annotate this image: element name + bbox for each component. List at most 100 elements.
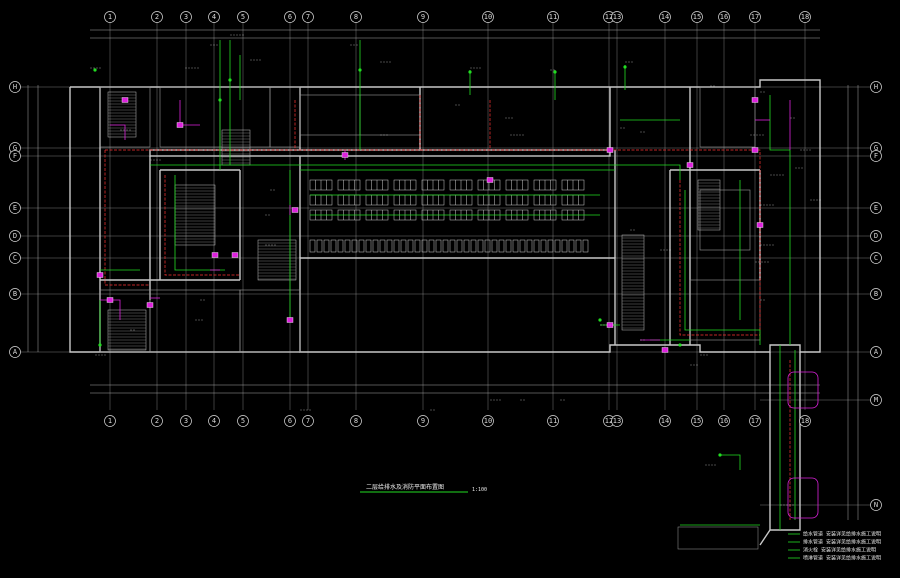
chair-row <box>561 239 568 253</box>
axis-bubble-right-circle <box>870 346 882 358</box>
axis-bubble-right-circle <box>870 202 882 214</box>
axis-bubble-ext: M <box>870 394 882 406</box>
axis-bubble-top-label: 4 <box>212 13 216 21</box>
axis-bubble-bottom-label: 8 <box>354 417 358 425</box>
axis-bubble-top-circle <box>799 11 811 23</box>
axis-bubbles: 1122334455667788991010111112121313141415… <box>9 11 882 511</box>
chair-row <box>526 239 533 253</box>
axis-bubble-top-label: 7 <box>306 13 310 21</box>
axis-bubble-top: 14 <box>659 11 671 23</box>
axis-bubble-top-circle <box>151 11 163 23</box>
chair-row <box>491 239 498 253</box>
axis-bubble-bottom-label: 10 <box>484 417 492 425</box>
fire-hydrant-box <box>176 122 184 128</box>
axis-bubble-top: 8 <box>350 11 362 23</box>
axis-bubble-top-label: 1 <box>108 13 112 21</box>
axis-bubble-top-circle <box>208 11 220 23</box>
pipe-riser <box>98 343 102 347</box>
axis-bubble-bottom-label: 2 <box>155 417 159 425</box>
axis-bubble-left: A <box>9 346 21 358</box>
axis-bubble-top: 16 <box>718 11 730 23</box>
axis-bubble-bottom-circle <box>749 415 761 427</box>
axis-bubble-top-circle <box>417 11 429 23</box>
axis-bubble-top-circle <box>718 11 730 23</box>
axis-bubble-top: 5 <box>237 11 249 23</box>
axis-bubble-bottom: 6 <box>284 415 296 427</box>
axis-bubble-top: 11 <box>547 11 559 23</box>
legend-hatch <box>677 526 759 550</box>
axis-bubble-right: A <box>870 346 882 358</box>
axis-bubble-top: 10 <box>482 11 494 23</box>
axis-bubble-bottom-label: 12 <box>605 417 613 425</box>
axis-bubble-top-label: 8 <box>354 13 358 21</box>
axis-bubble-left-label: A <box>13 348 18 356</box>
chair-row <box>344 239 351 253</box>
axis-bubble-top-circle <box>659 11 671 23</box>
axis-bubble-right: F <box>870 150 882 162</box>
axis-bubble-bottom-circle <box>547 415 559 427</box>
axis-bubble-bottom: 5 <box>237 415 249 427</box>
axis-bubble-top-circle <box>302 11 314 23</box>
pipe-riser <box>228 78 232 82</box>
axis-bubble-right: D <box>870 230 882 242</box>
axis-bubble-bottom: 16 <box>718 415 730 427</box>
legend-entry: 消火栓 安装详见给排水施工说明 <box>803 547 876 554</box>
axis-bubble-left-circle <box>9 202 21 214</box>
axis-bubble-right-label: B <box>874 290 878 298</box>
chair-row <box>372 239 379 253</box>
axis-bubble-top-label: 18 <box>801 13 809 21</box>
dimension-lines <box>27 29 859 520</box>
fire-hydrant-box <box>686 162 694 168</box>
fire-hydrant-box <box>486 177 494 183</box>
axis-bubble-left-label: B <box>13 290 17 298</box>
axis-bubble-left: D <box>9 230 21 242</box>
axis-bubble-bottom: 8 <box>350 415 362 427</box>
chair-row <box>400 239 407 253</box>
axis-bubble-bottom: 15 <box>691 415 703 427</box>
chair-row <box>470 239 477 253</box>
axis-bubble-left-circle <box>9 346 21 358</box>
pipe-riser <box>598 318 602 322</box>
pipe-riser <box>553 70 557 74</box>
axis-bubble-bottom-circle <box>302 415 314 427</box>
axis-bubble-left: F <box>9 150 21 162</box>
axis-bubble-bottom: 12 <box>603 415 615 427</box>
axis-bubble-top-circle <box>104 11 116 23</box>
axis-bubble-left-label: G <box>13 144 17 152</box>
axis-bubble-left-label: D <box>13 232 17 240</box>
axis-bubble-top: 18 <box>799 11 811 23</box>
axis-bubble-ext: N <box>870 499 882 511</box>
axis-bubble-top-label: 14 <box>661 13 669 21</box>
axis-bubble-right: C <box>870 252 882 264</box>
axis-bubble-right-label: H <box>874 83 878 91</box>
axis-bubble-left-label: F <box>13 152 17 160</box>
axis-bubble-bottom-circle <box>611 415 623 427</box>
axis-bubble-top-label: 17 <box>751 13 759 21</box>
axis-bubble-bottom-circle <box>104 415 116 427</box>
axis-bubble-top-label: 11 <box>549 13 557 21</box>
axis-bubble-top-label: 13 <box>613 13 621 21</box>
chair-row <box>358 239 365 253</box>
axis-bubble-right-circle <box>870 288 882 300</box>
axis-bubble-bottom-circle <box>718 415 730 427</box>
axis-bubble-right-label: F <box>874 152 878 160</box>
axis-bubble-top: 4 <box>208 11 220 23</box>
fire-hydrant-box <box>751 147 759 153</box>
axis-bubble-ext-circle <box>870 394 882 406</box>
fixture-symbols <box>93 65 764 457</box>
axis-bubble-top: 17 <box>749 11 761 23</box>
chair-row <box>407 239 414 253</box>
axis-bubble-left-circle <box>9 288 21 300</box>
legend-entry: 排水管道 安装详见给排水施工说明 <box>803 539 881 546</box>
axis-bubble-top-label: 5 <box>241 13 245 21</box>
axis-bubble-left: E <box>9 202 21 214</box>
axis-bubble-right: E <box>870 202 882 214</box>
axis-bubble-bottom-circle <box>799 415 811 427</box>
fire-hydrant-box <box>231 252 239 258</box>
axis-bubble-bottom: 3 <box>180 415 192 427</box>
axis-bubble-top-circle <box>350 11 362 23</box>
axis-bubble-bottom-label: 15 <box>693 417 701 425</box>
chair-row <box>442 239 449 253</box>
axis-bubble-top-label: 9 <box>421 13 425 21</box>
